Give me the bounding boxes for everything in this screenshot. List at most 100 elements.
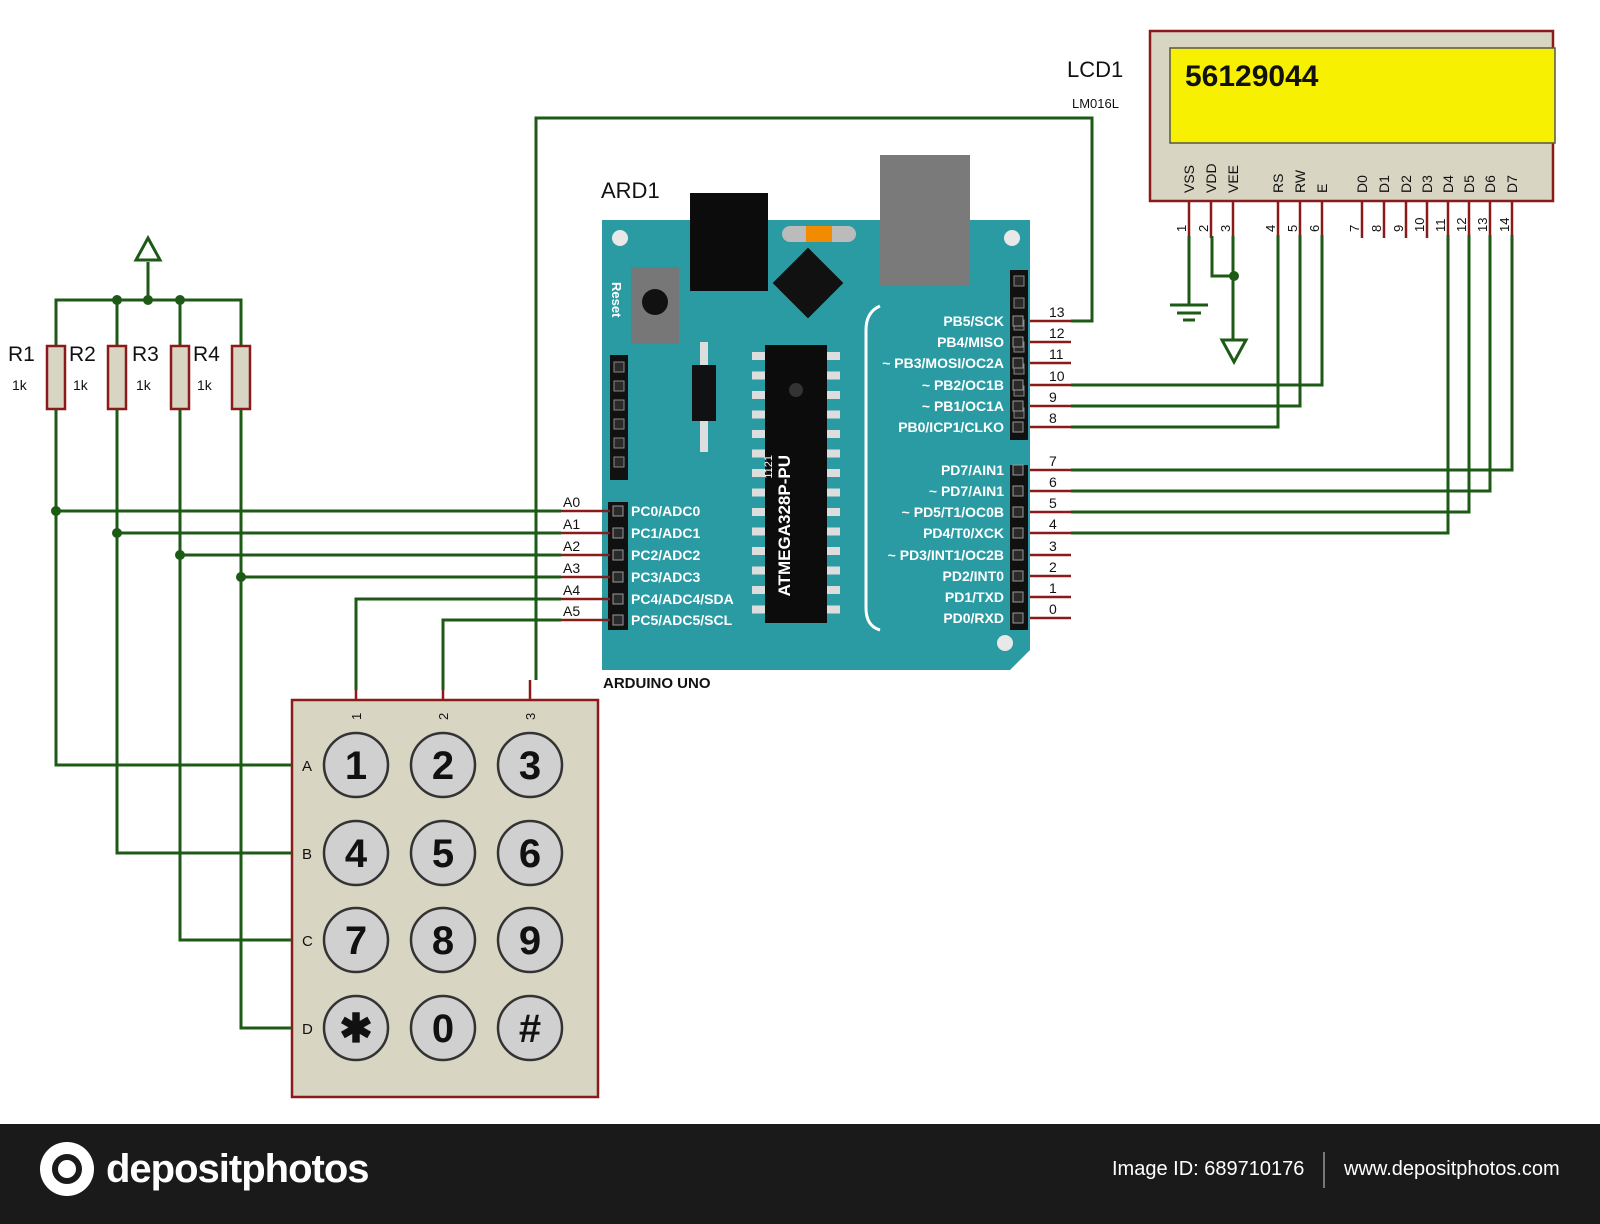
lcd-ref: LCD1 (1067, 57, 1123, 82)
lcd-pin-name: D3 (1419, 175, 1435, 193)
digital-pin-label: ~ PD5/T1/OC0B (902, 504, 1004, 520)
wire-r2-row-b (115, 409, 292, 855)
lcd-pin-number: 9 (1391, 225, 1406, 232)
keypad-key[interactable] (322, 819, 390, 887)
digital-pin-label: PD7/AIN1 (941, 462, 1004, 478)
resistor-value: 1k (136, 377, 152, 393)
lcd-pin-name: RW (1292, 169, 1308, 193)
keypad-key[interactable] (322, 731, 390, 799)
analog-pin-label: PC4/ADC4/SDA (631, 591, 734, 607)
analog-pin-number: A1 (563, 516, 580, 532)
wire-d7-lcd-d7 (1071, 235, 1514, 472)
diode (692, 365, 716, 421)
power-arrow-symbol (1219, 338, 1249, 366)
keypad-key[interactable] (496, 906, 564, 974)
digital-pin-number: 11 (1049, 346, 1064, 362)
keypad-row-label: D (302, 1021, 313, 1038)
digital-pin-label: ~ PD3/INT1/OC2B (888, 547, 1004, 563)
analog-pin-number: A4 (563, 582, 580, 598)
analog-pins: PC0/ADC0A0PC1/ADC1A1PC2/ADC2A2PC3/ADC3A3… (561, 494, 734, 628)
digital-pin-number: 12 (1049, 325, 1065, 341)
wire-a5-col2 (441, 618, 561, 690)
digital-pin-number: 2 (1049, 559, 1057, 575)
lcd-pin-number: 10 (1412, 218, 1427, 232)
logo-text: depositphotos (106, 1146, 370, 1191)
keypad-key-label: 6 (519, 832, 541, 876)
digital-pin-label: PD4/T0/XCK (923, 525, 1004, 541)
analog-pin-number: A2 (563, 538, 580, 554)
dc-jack (690, 193, 768, 291)
keypad-col-label: 3 (523, 713, 538, 720)
keypad-key-label: 2 (432, 744, 454, 788)
keypad-key[interactable] (496, 994, 564, 1062)
wire-d13-keypad-col3 (534, 116, 1094, 680)
resistor-body (45, 344, 67, 411)
resistor-body (230, 344, 252, 411)
keypad-key[interactable] (322, 994, 390, 1062)
digital-pin-number: 7 (1049, 453, 1057, 469)
digital-pin-number: 4 (1049, 516, 1057, 532)
wire-r4-row-d (239, 409, 292, 1030)
resistor-body (169, 344, 191, 411)
resistor-value: 1k (73, 377, 89, 393)
site-url[interactable]: www.depositphotos.com (1344, 1158, 1560, 1180)
digital-pin-number: 6 (1049, 474, 1057, 490)
analog-pin-number: A0 (563, 494, 580, 510)
digital-pin-label: ~ PD7/AIN1 (929, 483, 1004, 499)
resistor-value: 1k (12, 377, 28, 393)
lcd-pin-name: E (1314, 184, 1330, 193)
resistor-value: 1k (197, 377, 213, 393)
footer-bar: depositphotos Image ID: 689710176 www.de… (0, 1124, 1600, 1224)
lcd-display-text: 56129044 (1185, 60, 1319, 93)
lcd-pin-number: 14 (1497, 218, 1512, 232)
lcd-pin-number: 11 (1433, 219, 1448, 233)
wire-d8-rs (1071, 235, 1280, 429)
wire-d4-lcd-d4 (1071, 235, 1450, 535)
brand-logo[interactable]: depositphotos (40, 1142, 370, 1196)
lcd-pin-name: D7 (1504, 175, 1520, 193)
digital-pin-label: PB0/ICP1/CLKO (898, 419, 1004, 435)
keypad-key-label: 4 (345, 832, 368, 876)
keypad-key-label: 1 (345, 744, 367, 788)
image-id: Image ID: 689710176 (1112, 1158, 1305, 1180)
keypad-key[interactable] (409, 819, 477, 887)
wire-r1-row-a (54, 409, 292, 767)
analog-pin-number: A5 (563, 603, 580, 619)
resistor-body (106, 344, 128, 411)
wire-r3-row-c (178, 409, 292, 942)
digital-pin-number: 3 (1049, 538, 1057, 554)
keypad-key[interactable] (496, 731, 564, 799)
lcd-pin-number: 12 (1454, 218, 1469, 232)
wire-d9-rw (1071, 235, 1302, 408)
lcd-pins: VSS1VDD2VEE3RS4RW5E6D07D18D29D310D411D51… (1174, 163, 1520, 238)
keypad-key[interactable] (409, 994, 477, 1062)
keypad-key[interactable] (496, 819, 564, 887)
reset-label: Reset (609, 282, 624, 318)
keypad-row-label: B (302, 846, 312, 863)
keypad-key[interactable] (409, 731, 477, 799)
camera-logo-icon (40, 1142, 94, 1196)
lcd-pin-name: D0 (1354, 175, 1370, 193)
usb-connector (880, 155, 970, 285)
resistor-ref: R3 (132, 343, 159, 366)
keypad-key-label: 7 (345, 919, 367, 963)
lcd-pin-number: 4 (1263, 225, 1278, 232)
keypad-key[interactable] (409, 906, 477, 974)
lcd-pin-number: 8 (1369, 225, 1384, 232)
crystal (806, 226, 832, 242)
keypad-key[interactable] (322, 906, 390, 974)
analog-pin-label: PC5/ADC5/SCL (631, 612, 733, 628)
analog-pin-label: PC0/ADC0 (631, 503, 700, 519)
header-analog (608, 502, 628, 630)
resistor-ref: R1 (8, 343, 35, 366)
arduino-name: ARDUINO UNO (603, 675, 711, 692)
resistor-ref: R2 (69, 343, 96, 366)
keypad-key-label: 9 (519, 919, 541, 963)
lcd-pin-name: D6 (1482, 175, 1498, 193)
digital-pin-number: 8 (1049, 410, 1057, 426)
chip-code: 1121 (763, 455, 775, 479)
keypad-key-label: 5 (432, 832, 454, 876)
